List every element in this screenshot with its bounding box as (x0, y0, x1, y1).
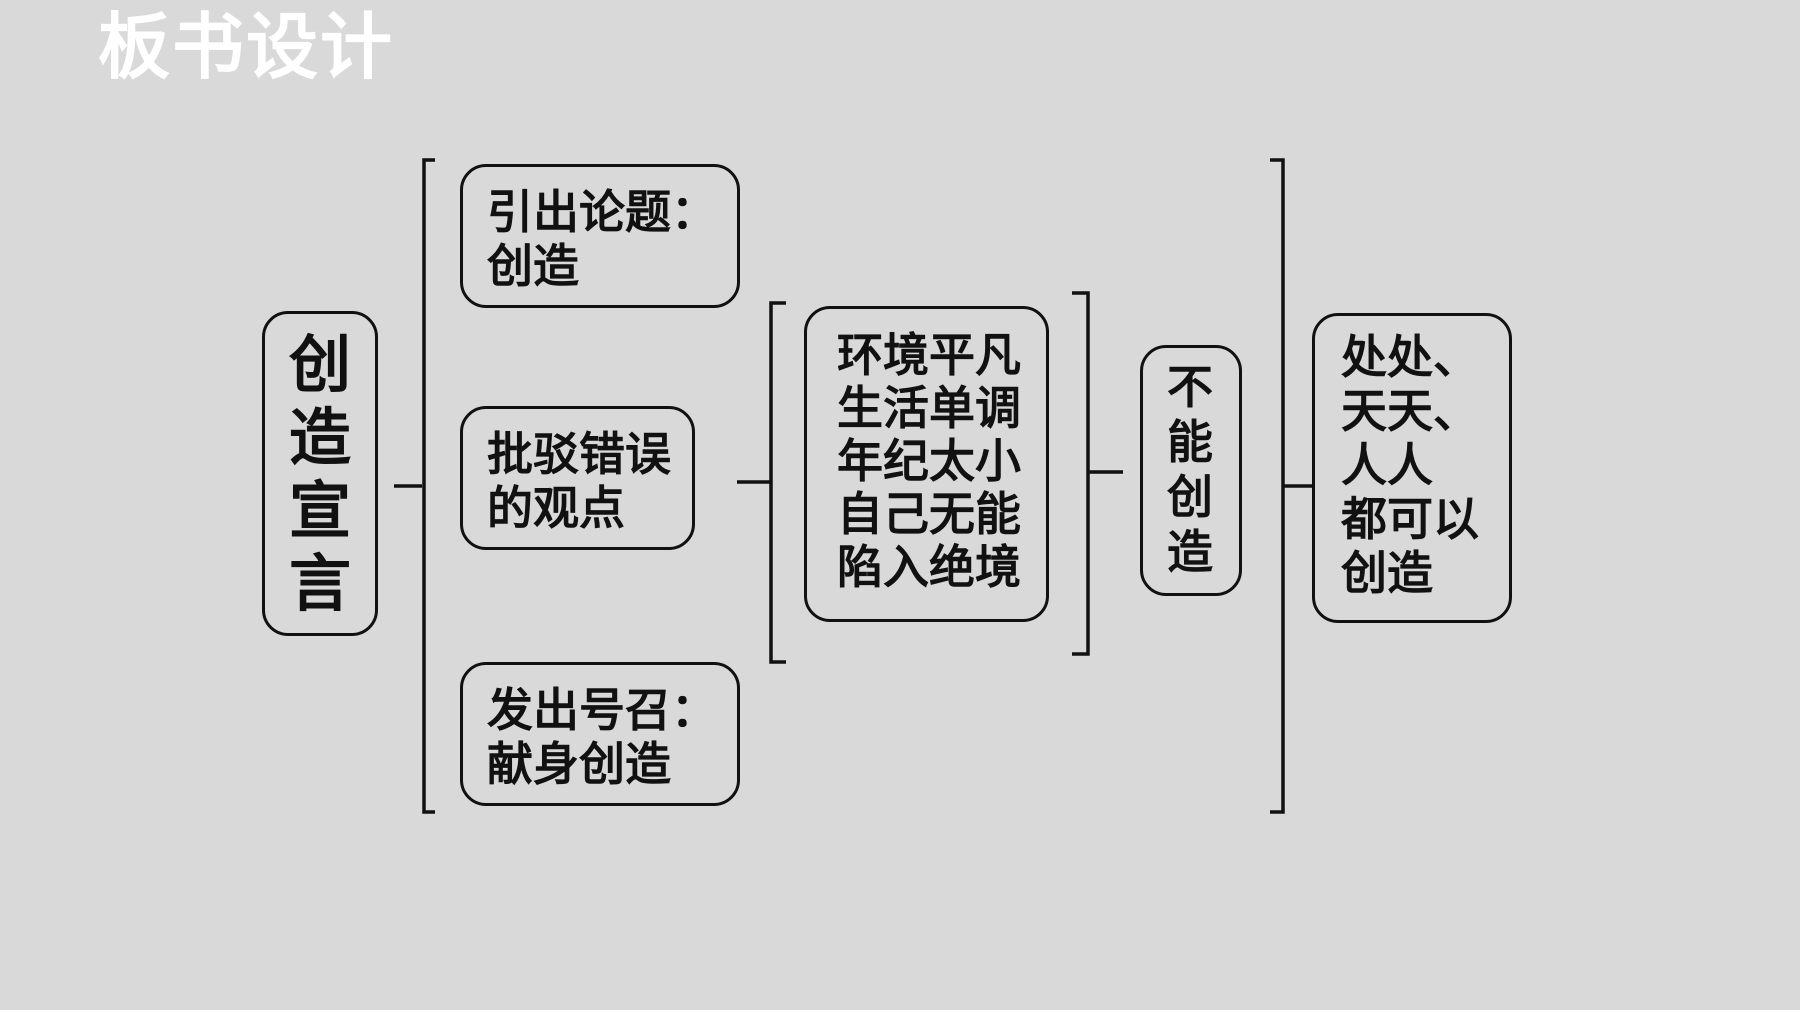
node-issue-call: 发出号召： 献身创造 (460, 662, 740, 806)
node-cannot-create: 不 能 创 造 (1140, 345, 1242, 596)
node-wrong-reasons: 环境平凡 生活单调 年纪太小 自己无能 陷入绝境 (804, 306, 1049, 622)
node-wrong-reasons-text: 环境平凡 生活单调 年纪太小 自己无能 陷入绝境 (837, 328, 1021, 594)
right-bracket-all (1270, 158, 1285, 814)
node-issue-call-text: 发出号召： 献身创造 (487, 683, 717, 791)
right-bracket-reasons (1072, 291, 1090, 656)
node-cannot-create-text: 不 能 创 造 (1167, 360, 1213, 579)
node-introduce-topic-text: 引出论题： 创造 (487, 185, 717, 293)
node-refute-views-text: 批驳错误 的观点 (487, 427, 671, 535)
node-refute-views: 批驳错误 的观点 (460, 406, 695, 550)
node-introduce-topic: 引出论题： 创造 (460, 164, 740, 308)
node-conclusion-text: 处处、 天天、 人人 都可以 创造 (1341, 330, 1479, 600)
node-creation-manifesto-text: 创 造 宣 言 (288, 327, 351, 620)
slide-title: 板书设计 (98, 5, 395, 89)
left-bracket-parts (422, 158, 435, 814)
left-bracket-reasons (769, 301, 786, 664)
node-conclusion: 处处、 天天、 人人 都可以 创造 (1312, 313, 1512, 623)
node-creation-manifesto: 创 造 宣 言 (262, 311, 378, 636)
bottom-edge-strip (0, 1010, 1800, 1012)
